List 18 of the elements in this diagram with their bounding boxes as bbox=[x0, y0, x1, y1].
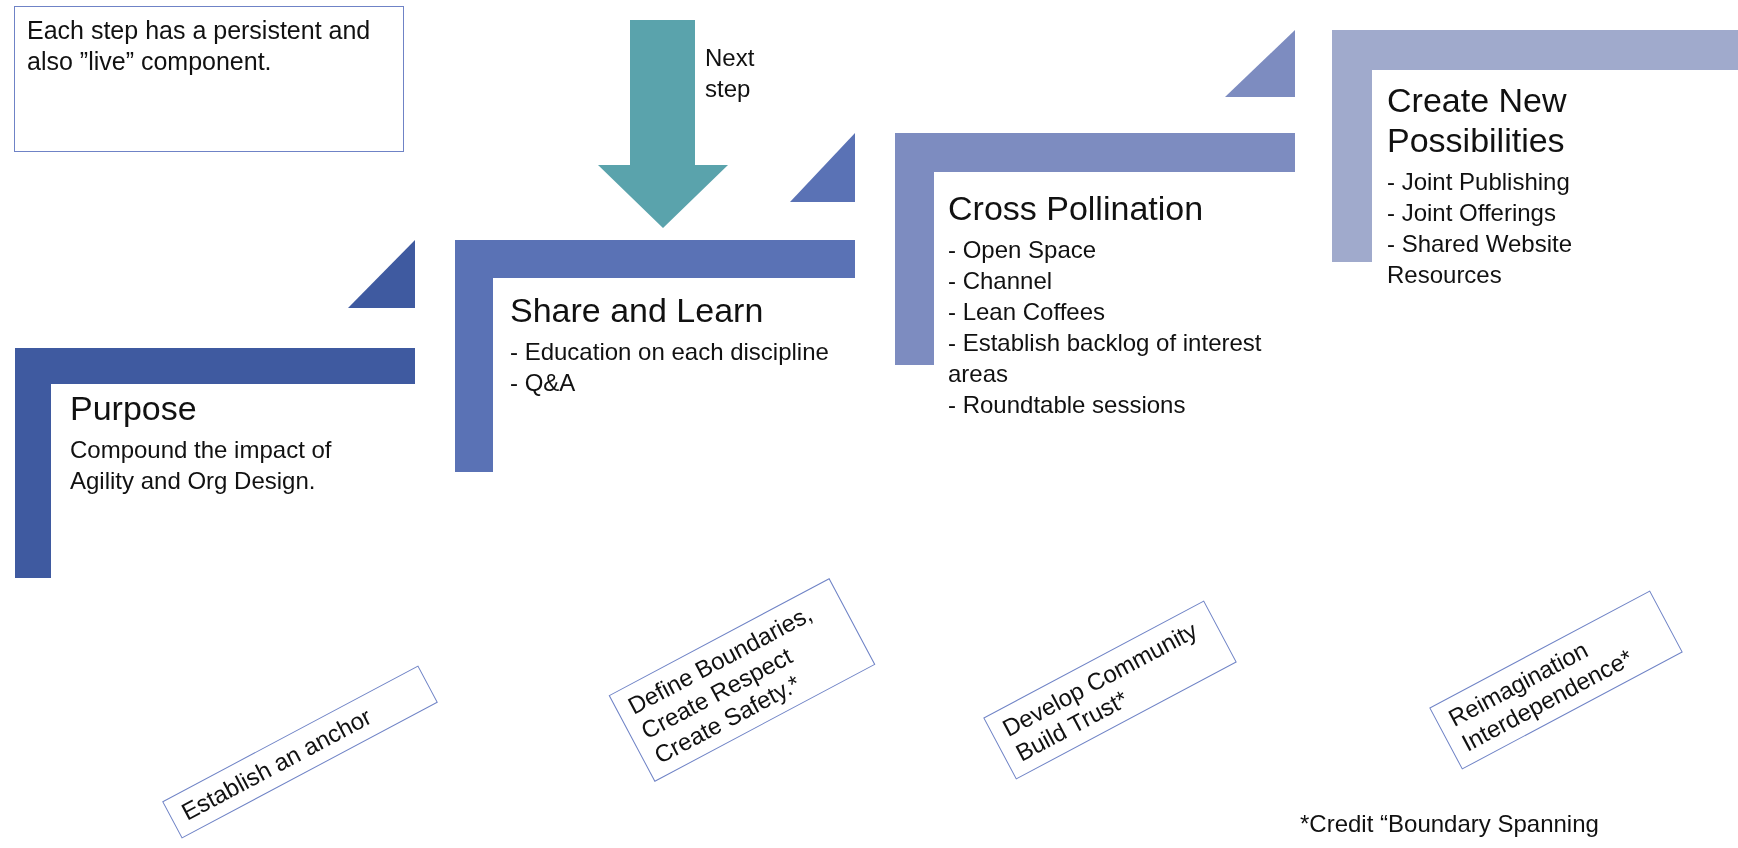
step-heading: Share and Learn bbox=[510, 290, 765, 330]
step-heading: Create New Possibilities bbox=[1387, 80, 1568, 160]
step-text: - Open Space bbox=[948, 235, 1098, 265]
step-heading: Cross Pollination bbox=[948, 188, 1205, 228]
step-text: - Shared Website Resources bbox=[1387, 229, 1573, 290]
step-text: - Channel bbox=[948, 266, 1054, 296]
step-text: Compound the impact of Agility and Org Design. bbox=[70, 435, 333, 496]
step-text: - Lean Coffees bbox=[948, 297, 1106, 327]
credit-note: *Credit “Boundary Spanning bbox=[1300, 809, 1600, 839]
step-text: - Q&A bbox=[510, 368, 577, 398]
arrow-caption: Next step bbox=[705, 43, 756, 104]
step-text: - Education on each discipline bbox=[510, 337, 830, 367]
step-text: - Joint Publishing bbox=[1387, 167, 1571, 197]
step-text: - Establish backlog of interest areas bbox=[948, 328, 1263, 389]
step-text: - Roundtable sessions bbox=[948, 390, 1187, 420]
step-heading: Purpose bbox=[70, 388, 198, 428]
note-box: Each step has a persistent and also ”live” component. bbox=[14, 6, 404, 152]
step-text: - Joint Offerings bbox=[1387, 198, 1557, 228]
